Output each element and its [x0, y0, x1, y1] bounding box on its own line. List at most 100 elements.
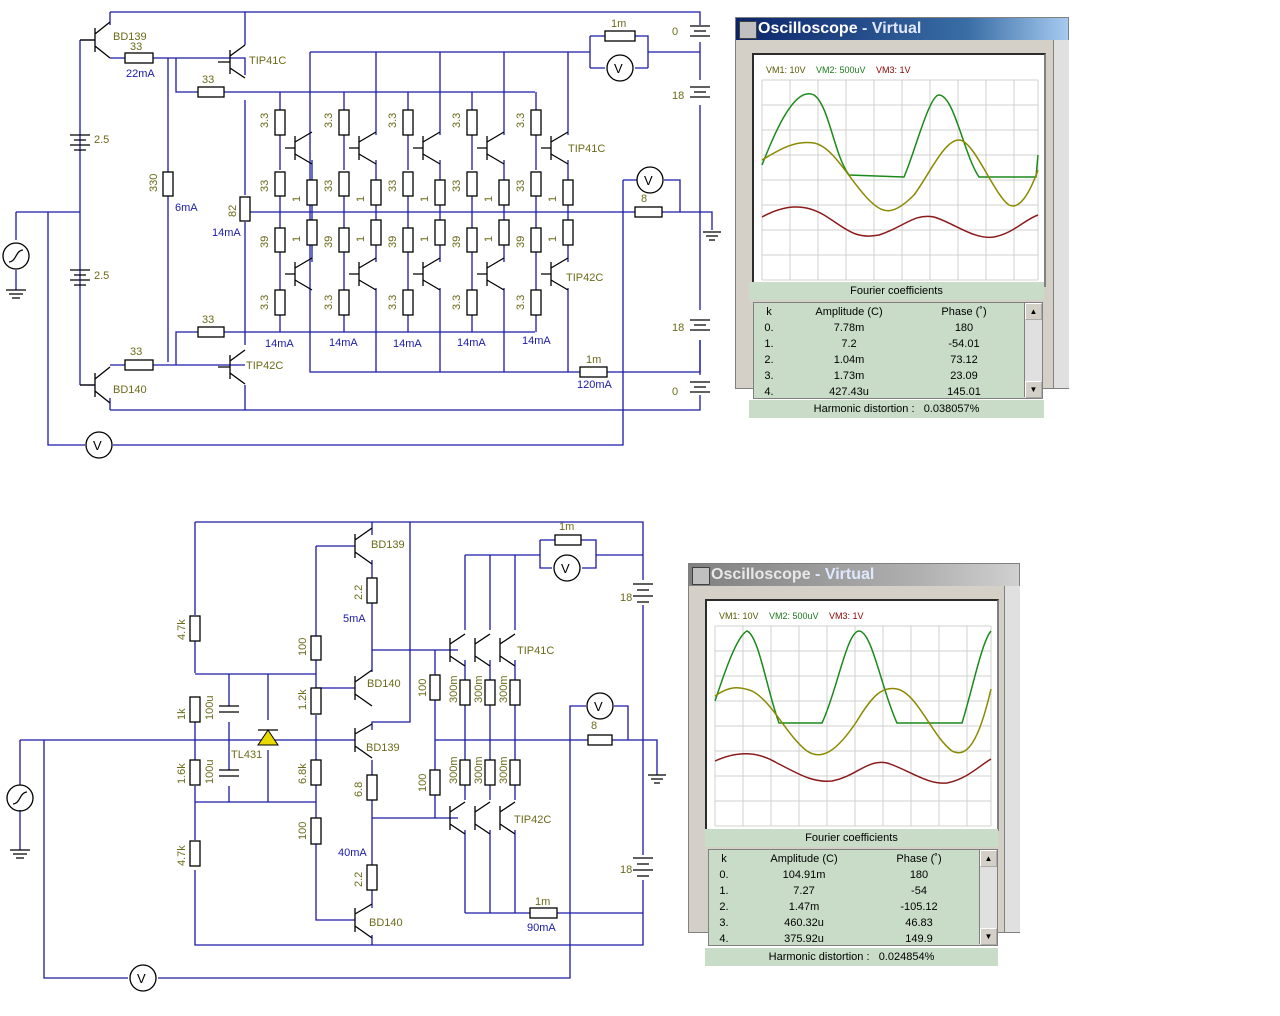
scroll-up-icon[interactable]: ▲	[980, 850, 997, 867]
svg-text:1: 1	[483, 236, 495, 242]
svg-text:3.3: 3.3	[323, 113, 335, 128]
svg-text:3.3: 3.3	[451, 113, 463, 128]
svg-text:300m: 300m	[448, 675, 460, 703]
label-rsense: 1m	[586, 354, 601, 366]
svg-text:33: 33	[323, 180, 335, 192]
voltmeter-icon	[586, 692, 614, 720]
trace-vm3	[761, 206, 1039, 239]
svg-text:33: 33	[515, 180, 527, 192]
svg-text:VM3: 1V: VM3: 1V	[829, 611, 864, 621]
scroll-down-icon[interactable]: ▼	[980, 928, 997, 945]
svg-text:V: V	[93, 438, 102, 453]
label-tip42c: TIP42C	[246, 360, 283, 372]
scroll-up-icon[interactable]: ▲	[1025, 303, 1042, 320]
bottom-schematic: V V V BD139 BD140 BD139 BD140 TIP41C TIP…	[6, 521, 666, 992]
svg-text:1: 1	[419, 236, 431, 242]
resistor-array	[124, 30, 663, 378]
label-supply: 0	[672, 26, 678, 38]
label-battery: 2.5	[94, 134, 109, 146]
signal-source-icon	[2, 242, 30, 270]
table-scrollbar[interactable]: ▲ ▼	[1024, 303, 1042, 398]
scope-plot: VM1: 10V VM2: 500uV VM3: 1V	[761, 65, 1039, 281]
current-label: 120mA	[577, 379, 613, 391]
trace-vm3	[714, 753, 992, 784]
svg-text:100: 100	[417, 679, 429, 697]
label-tl431: TL431	[231, 749, 262, 761]
voltmeter-icon	[606, 54, 634, 82]
svg-text:1: 1	[291, 236, 303, 242]
current-label: 14mA	[265, 338, 294, 350]
label-rsense: 1m	[611, 18, 626, 30]
window-titlebar[interactable]: Oscilloscope - Virtual	[689, 564, 1019, 586]
label-bd140: BD140	[369, 917, 403, 929]
label-bd139: BD139	[366, 742, 400, 754]
svg-text:3.3: 3.3	[515, 295, 527, 310]
current-label: 5mA	[343, 613, 366, 625]
svg-text:300m: 300m	[473, 675, 485, 703]
svg-text:4.7k: 4.7k	[176, 845, 188, 866]
current-label: 14mA	[329, 337, 358, 349]
harmonic-distortion: Harmonic distortion : 0.038057%	[749, 400, 1044, 418]
current-label: 14mA	[457, 337, 486, 349]
window-side-panel	[1004, 586, 1020, 932]
svg-text:3.3: 3.3	[387, 295, 399, 310]
trace-vm2	[714, 630, 992, 724]
svg-text:3.3: 3.3	[259, 113, 271, 128]
svg-text:1: 1	[291, 196, 303, 202]
svg-text:100: 100	[297, 822, 309, 840]
label-supply: 18	[672, 90, 684, 102]
svg-text:300m: 300m	[498, 675, 510, 703]
label-tip41c: TIP41C	[517, 645, 554, 657]
label-bd140: BD140	[367, 678, 401, 690]
label-r33: 33	[202, 314, 214, 326]
svg-text:39: 39	[323, 236, 335, 248]
label-bd139: BD139	[113, 31, 147, 43]
svg-text:100u: 100u	[204, 760, 216, 784]
table-header: k Amplitude (C) Phase (˚)	[709, 851, 979, 867]
scroll-down-icon[interactable]: ▼	[1025, 381, 1042, 398]
svg-text:1m: 1m	[559, 521, 574, 533]
svg-text:18: 18	[620, 592, 632, 604]
svg-text:2.2: 2.2	[353, 585, 365, 600]
svg-text:1m: 1m	[535, 896, 550, 908]
bottom-transistors	[354, 527, 516, 939]
svg-text:1: 1	[355, 236, 367, 242]
window-titlebar[interactable]: Oscilloscope - Virtual	[736, 18, 1068, 40]
scope-screen: VM1: 10V VM2: 500uV VM3: 1V	[752, 53, 1046, 287]
svg-text:100: 100	[417, 774, 429, 792]
label-tip41c: TIP41C	[568, 143, 605, 155]
svg-text:18: 18	[620, 864, 632, 876]
fourier-title: Fourier coefficients	[705, 829, 998, 847]
voltmeter-icon	[636, 166, 664, 194]
output-columns	[279, 52, 569, 372]
label-supply: 0	[672, 386, 678, 398]
bottom-resistors	[189, 534, 613, 919]
svg-text:1: 1	[355, 196, 367, 202]
current-label: 14mA	[212, 227, 241, 239]
svg-text:39: 39	[515, 236, 527, 248]
svg-text:39: 39	[259, 236, 271, 248]
svg-text:39: 39	[451, 236, 463, 248]
trace-vm1	[714, 686, 992, 756]
label-r82: 82	[227, 205, 239, 217]
top-transistors	[80, 21, 569, 404]
column-value-labels: 3.3 3.3 3.3 3.3 3.3 33 33 33 33 33 1 1 1…	[259, 113, 559, 310]
table-scrollbar[interactable]: ▲ ▼	[979, 850, 997, 945]
voltmeter-icon	[553, 554, 581, 582]
label-supply: 18	[672, 322, 684, 334]
svg-text:3.3: 3.3	[387, 113, 399, 128]
table-row: 2.1.47m-105.12	[719, 901, 938, 913]
label-rload: 8	[641, 193, 647, 205]
fourier-title: Fourier coefficients	[749, 282, 1044, 300]
label-tip42c: TIP42C	[566, 272, 603, 284]
voltmeter-icon	[85, 431, 113, 459]
signal-source-icon	[6, 784, 34, 812]
top-batteries	[6, 25, 721, 393]
table-header: k Amplitude (C) Phase (˚)	[754, 304, 1024, 320]
